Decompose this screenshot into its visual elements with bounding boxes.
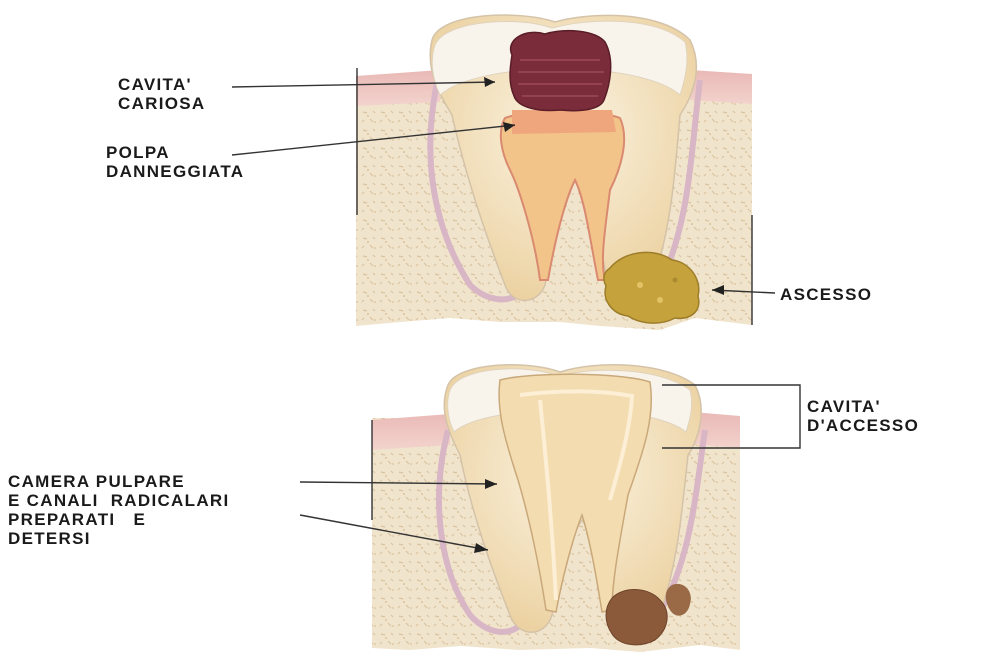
label-cavita-accesso-line1: CAVITA' (807, 397, 881, 416)
label-polpa-danneggiata-line2: DANNEGGIATA (106, 162, 244, 181)
label-polpa-danneggiata-line1: POLPA (106, 143, 170, 162)
bottom-residual-lesion (606, 590, 667, 645)
top-caries-cavity (510, 31, 611, 111)
label-camera-pulpare-line1: CAMERA PULPARE (8, 472, 185, 491)
abscess-dot (637, 282, 643, 288)
label-ascesso: ASCESSO (780, 285, 872, 304)
abscess-dot (657, 297, 663, 303)
label-camera-pulpare-line2: E CANALI RADICALARI (8, 491, 230, 510)
abscess-dot (673, 278, 678, 283)
top-damaged-pulp (512, 110, 616, 134)
bottom-tooth-illustration (372, 365, 740, 652)
label-camera-pulpare-line3: PREPARATI E (8, 510, 146, 529)
label-cavita-cariosa-line2: CARIOSA (118, 94, 206, 113)
label-camera-pulpare-line4: DETERSI (8, 529, 91, 548)
top-tooth-illustration (356, 15, 752, 330)
label-cavita-accesso-line2: D'ACCESSO (807, 416, 919, 435)
label-cavita-cariosa-line1: CAVITA' (118, 75, 192, 94)
